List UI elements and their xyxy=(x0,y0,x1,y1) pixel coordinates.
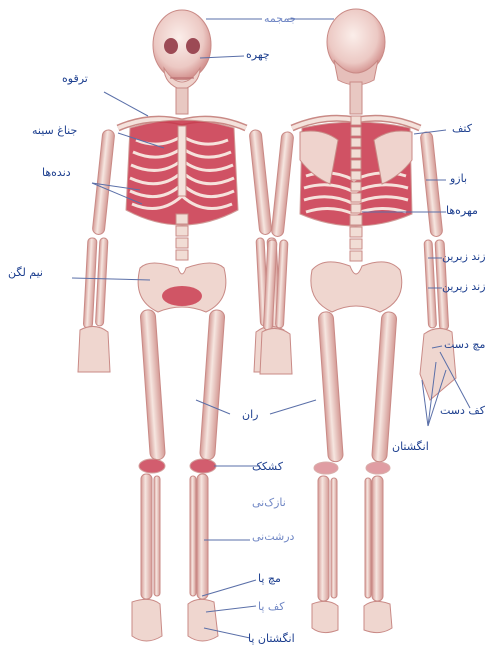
label-radius: زند زیرین xyxy=(442,280,486,293)
label-pelvis: نیم لگن xyxy=(8,266,43,279)
label-humerus: بازو xyxy=(450,172,467,185)
front-skeleton xyxy=(78,10,286,641)
label-scapula: کتف xyxy=(452,122,472,135)
label-clavicle: ترقوه xyxy=(62,72,88,85)
label-ulna: زند زبرین xyxy=(442,250,486,263)
front-humerus-left xyxy=(92,129,115,235)
front-sternum xyxy=(178,126,186,196)
label-fingers: انگشتان xyxy=(392,440,429,453)
label-femur: ران xyxy=(242,408,258,421)
label-sternum: جناغ سینه xyxy=(32,124,77,137)
back-vertebrae xyxy=(350,116,362,261)
front-patella-left xyxy=(139,459,165,473)
label-tibia: درشت‌نی xyxy=(252,530,294,543)
front-humerus-right xyxy=(249,129,272,235)
front-femur-left xyxy=(140,309,165,460)
label-skull: جمجمه xyxy=(264,12,297,25)
label-wrist: مچ دست xyxy=(444,338,485,351)
label-palm: کف دست xyxy=(440,404,485,417)
label-ribs: دنده‌ها xyxy=(42,166,71,179)
label-toes: انگشتان پا xyxy=(248,632,295,645)
front-skull xyxy=(153,10,211,80)
label-fibula: نازک‌نی xyxy=(252,496,286,509)
front-femur-right xyxy=(200,310,225,461)
label-sole: کف پا xyxy=(258,600,285,613)
label-face: چهره xyxy=(246,48,270,61)
label-vertebrae: مهره‌ها xyxy=(446,204,478,217)
front-patella-right xyxy=(190,459,216,473)
label-ankle: مچ پا xyxy=(258,572,281,585)
label-patella: کشکک xyxy=(252,460,283,473)
